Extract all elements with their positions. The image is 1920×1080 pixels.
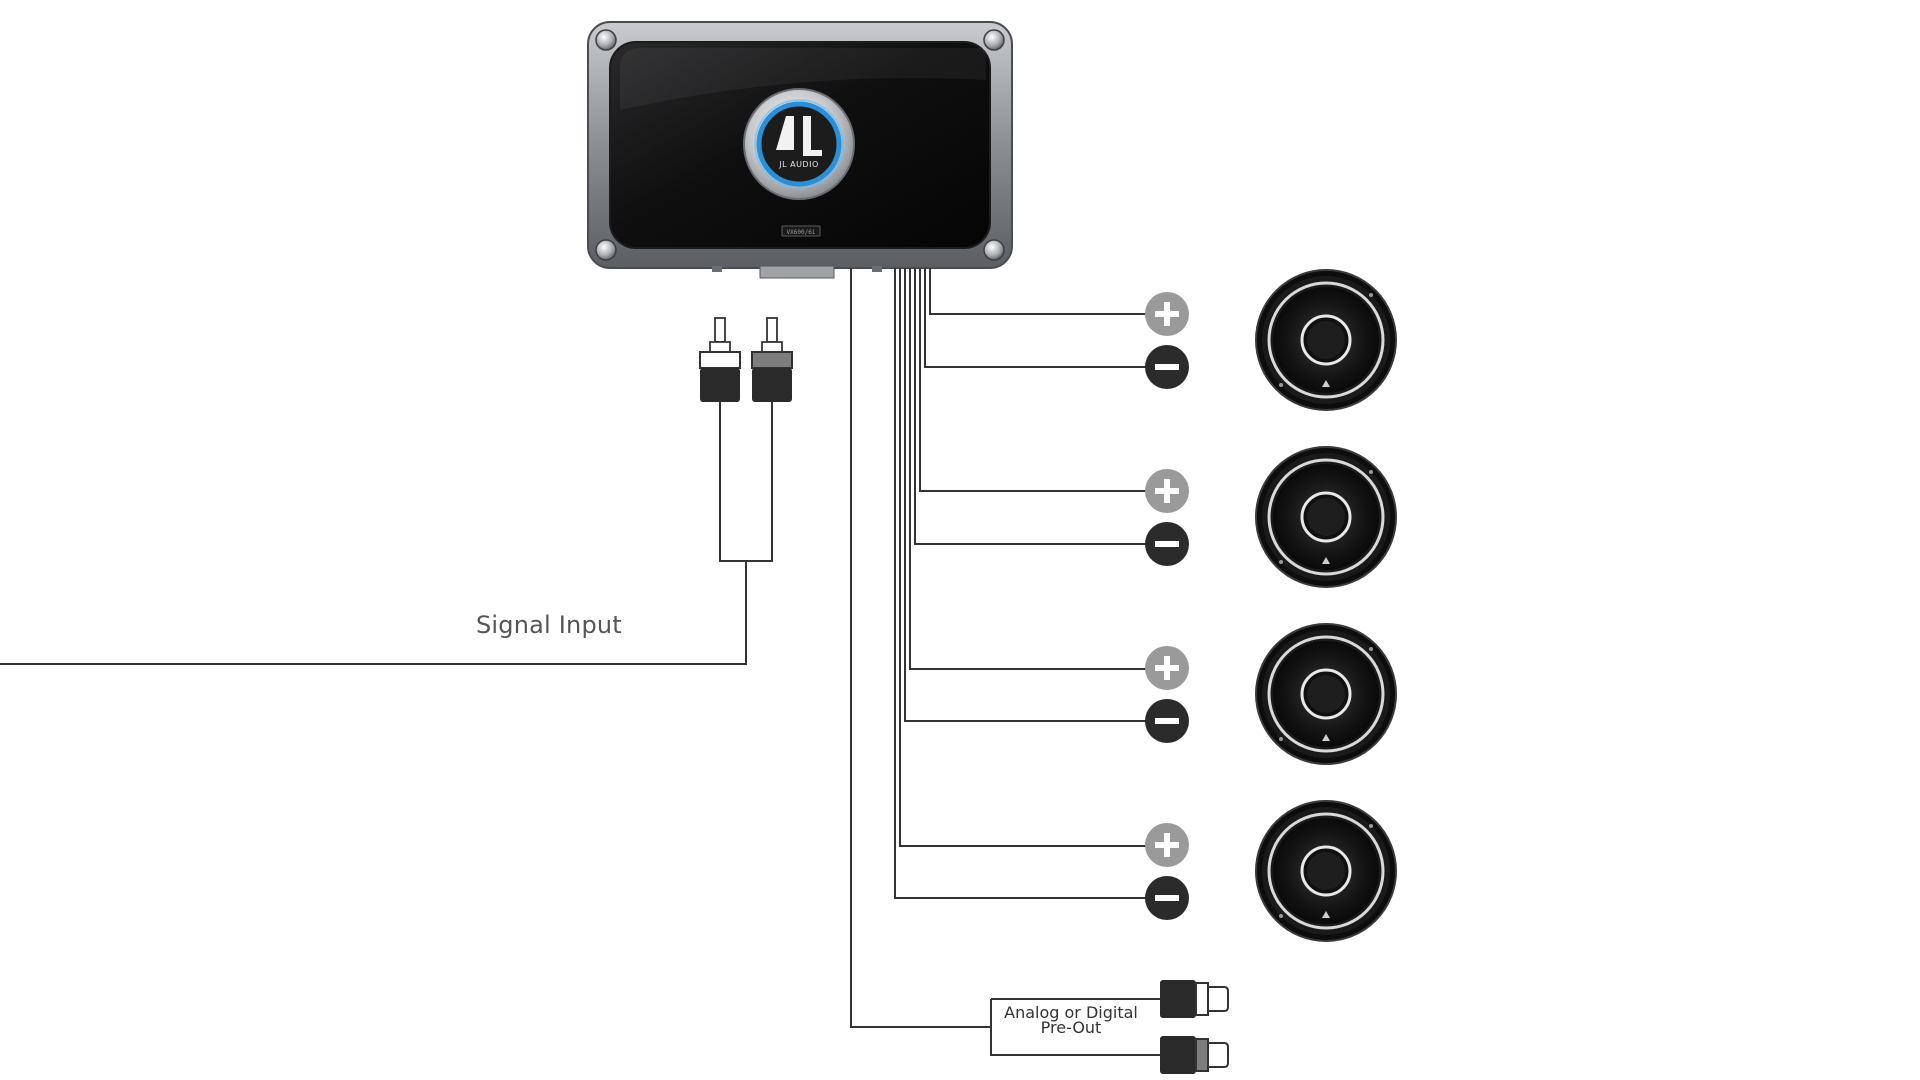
plus-icon xyxy=(1145,292,1189,336)
signal-input-wires xyxy=(0,400,773,665)
minus-icon xyxy=(1145,522,1189,566)
plus-icon xyxy=(1145,646,1189,690)
preout-label-line1: Analog or Digital xyxy=(1004,1003,1138,1022)
amp-brand-label: JL AUDIO xyxy=(778,160,819,169)
screw-top-right xyxy=(983,29,1005,51)
screw-bottom-right xyxy=(983,239,1005,261)
signal-input-label: Signal Input xyxy=(476,611,622,639)
speaker-icon xyxy=(1255,269,1397,411)
preout-plug-top xyxy=(1160,980,1229,1018)
speaker-wires xyxy=(850,268,1162,1056)
terminals xyxy=(1145,292,1189,920)
amplifier: JL AUDIO VX600/6i xyxy=(587,21,1013,279)
screw-bottom-left xyxy=(595,239,617,261)
speaker-icon xyxy=(1255,800,1397,942)
speaker-icon xyxy=(1255,446,1397,588)
preout-wire xyxy=(850,268,991,1028)
plus-icon xyxy=(1145,823,1189,867)
minus-icon xyxy=(1145,345,1189,389)
speakers xyxy=(1255,269,1397,942)
preout-label: Analog or Digital Pre-Out xyxy=(996,1003,1146,1037)
speaker-icon xyxy=(1255,623,1397,765)
preout-label-line2: Pre-Out xyxy=(1040,1018,1102,1037)
minus-icon xyxy=(1145,699,1189,743)
screw-top-left xyxy=(595,29,617,51)
preout-plug-bottom xyxy=(1160,1036,1229,1074)
jl-audio-logo-icon: JL AUDIO xyxy=(743,88,855,200)
minus-icon xyxy=(1145,876,1189,920)
plus-icon xyxy=(1145,469,1189,513)
amp-model-label: VX600/6i xyxy=(787,229,816,236)
amp-bottom-connector xyxy=(759,265,835,279)
rca-input-plug-left xyxy=(699,317,741,402)
rca-input-plug-right xyxy=(751,317,793,402)
